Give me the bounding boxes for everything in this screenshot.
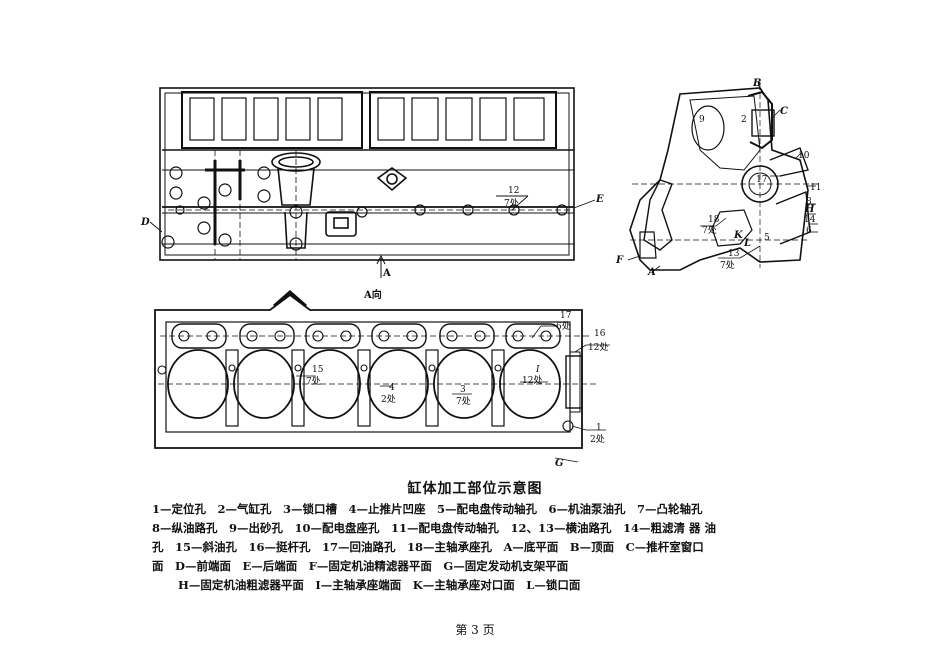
bottom-view (154, 290, 610, 463)
legend-line: 孔 15—斜油孔 16—挺杆孔 17—回油路孔 18—主轴承座孔 A—底平面 B… (152, 540, 704, 554)
callout-17-bottom: 17 (560, 311, 572, 321)
label-L: L (743, 238, 751, 249)
callout-13: 13 (728, 249, 740, 259)
legend-line: 1—定位孔 2—气缸孔 3—锁口槽 4—止推片凹座 5—配电盘传动轴孔 6—机油… (152, 502, 703, 516)
callout-18: 18 (708, 215, 720, 225)
callout-3: 3 (460, 385, 466, 395)
callout-15-count: 7处 (306, 375, 321, 387)
front-view (149, 87, 596, 278)
side-view (627, 81, 820, 273)
callout-1: 1 (596, 423, 602, 433)
callout-4: 4 (389, 383, 395, 393)
callout-13-count: 7处 (720, 259, 735, 271)
label-K: K (733, 230, 744, 241)
label-H: H (804, 204, 815, 215)
callout-12-count: 7处 (504, 197, 519, 209)
callout-10: 10 (798, 151, 810, 161)
callout-I-count: 12处 (522, 374, 542, 386)
callout-18-count: 7处 (702, 224, 717, 236)
callout-4-count: 2处 (381, 393, 396, 405)
callout-11: 11 (810, 183, 821, 193)
callout-15: 15 (312, 365, 324, 375)
label-E: E (595, 194, 604, 205)
label-D: D (140, 217, 150, 228)
label-B: B (752, 78, 761, 89)
label-C: C (780, 106, 788, 117)
figure-legend: 1—定位孔 2—气缸孔 3—锁口槽 4—止推片凹座 5—配电盘传动轴孔 6—机油… (152, 500, 812, 595)
callout-16-count: 12处 (588, 341, 608, 353)
callout-17-side: 17 (756, 175, 768, 185)
engine-block-drawing: D E A A向 B C F A H K L G 12 7处 9 2 10 17… (140, 78, 821, 469)
legend-line: H—固定机油粗滤器平面 I—主轴承座端面 K—主轴承座对口面 L—锁口面 (178, 578, 581, 592)
callout-17-count: 6处 (556, 320, 571, 332)
callout-12: 12 (508, 186, 519, 196)
callout-9: 9 (699, 115, 705, 125)
arrow-a-label: A (382, 268, 391, 279)
legend-line: 8—纵油路孔 9—出砂孔 10—配电盘座孔 11—配电盘传动轴孔 12、13—横… (152, 521, 717, 535)
callout-I: I (535, 365, 540, 375)
page-number: 第 3 页 (455, 623, 495, 637)
callout-5: 5 (764, 233, 770, 243)
label-A-side: A (647, 267, 656, 278)
figure-title: 缸体加工部位示意图 (407, 481, 543, 497)
callout-8: 8 (806, 197, 812, 207)
label-G: G (555, 458, 564, 469)
callout-3-count: 7处 (456, 395, 471, 407)
legend-line: 面 D—前端面 E—后端面 F—固定机油精滤器平面 G—固定发动机支架平面 (152, 559, 569, 573)
label-F: F (615, 255, 624, 266)
callout-14: 14 (804, 215, 816, 225)
callout-1-count: 2处 (590, 433, 605, 445)
callout-16: 16 (594, 329, 606, 339)
callout-6: 6 (806, 226, 812, 236)
a-view-label: A向 (363, 288, 382, 301)
callout-2: 2 (741, 115, 747, 125)
